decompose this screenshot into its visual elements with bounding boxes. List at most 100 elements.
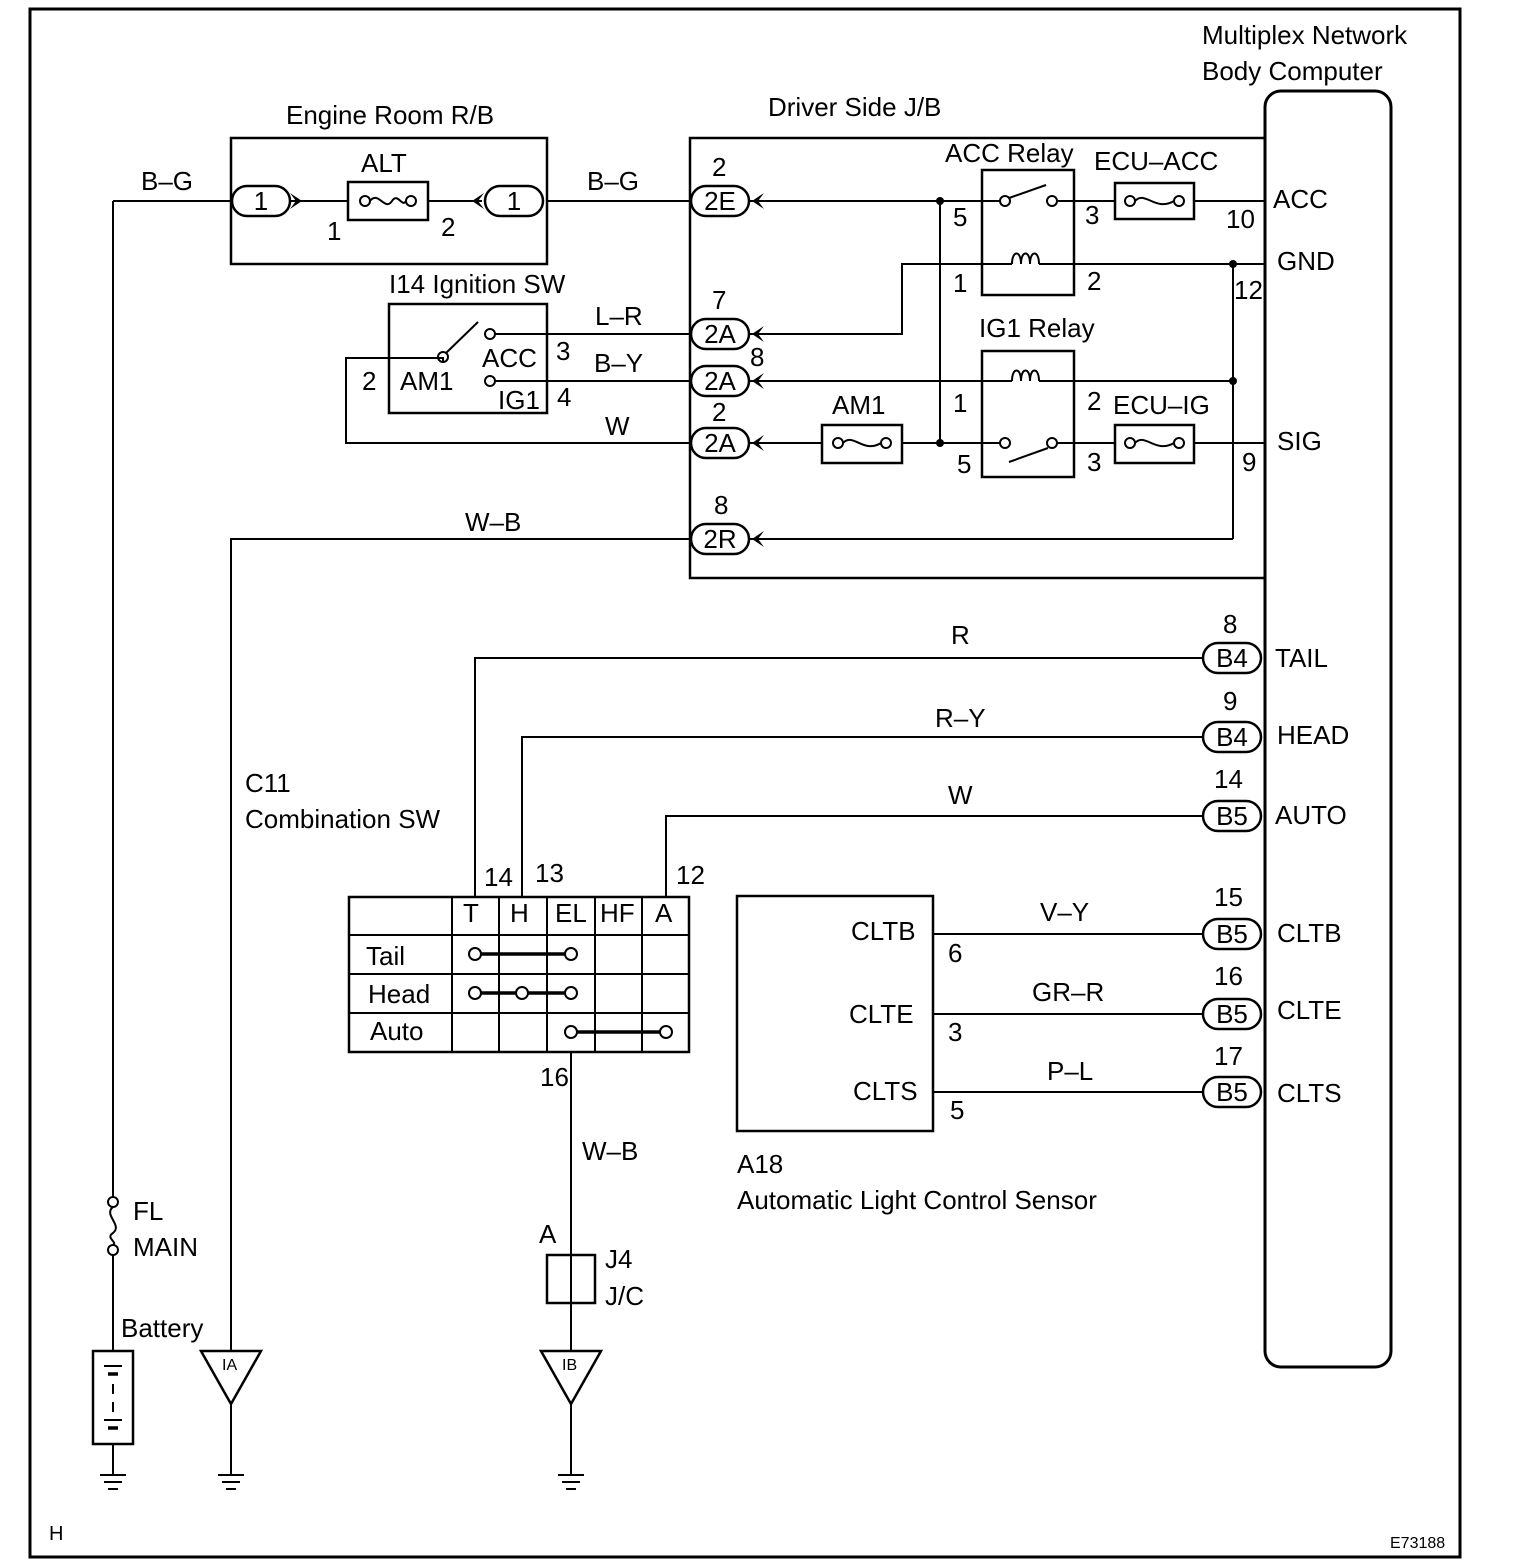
wire-pl: P–L [1047,1056,1093,1086]
ignition-switch: I14 Ignition SW AM1 ACC IG1 [345,269,690,444]
svg-text:AM1: AM1 [400,366,453,396]
svg-text:2E: 2E [704,186,736,216]
svg-text:2A: 2A [704,428,736,458]
acc-relay: ACC Relay [945,138,1076,297]
svg-text:J/C: J/C [605,1281,644,1311]
svg-text:14: 14 [484,862,513,892]
svg-text:B5: B5 [1216,919,1248,949]
svg-text:16: 16 [540,1062,569,1092]
ecu-acc-fuse: ECU–ACC [1094,146,1218,221]
body-computer: Multiplex Network Body Computer [1202,20,1408,1369]
wire-grr: GR–R [1032,977,1104,1007]
battery-label: Battery [121,1313,203,1343]
svg-text:1: 1 [254,186,268,216]
connector-b5-clts: B5 [1201,1075,1263,1109]
svg-text:2A: 2A [704,366,736,396]
svg-text:8: 8 [750,342,764,372]
svg-text:2: 2 [1087,386,1101,416]
alc-name: Automatic Light Control Sensor [737,1185,1097,1215]
comb-row-auto: Auto [370,1016,424,1046]
svg-text:1: 1 [327,216,341,246]
connector-1-left: 1 [230,184,292,218]
junction-connector-j4: A J4 J/C [539,1219,644,1311]
comb-col-el: EL [555,898,587,928]
svg-text:8: 8 [1223,609,1237,639]
wire-bg-right: B–G [587,166,639,196]
svg-text:6: 6 [948,938,962,968]
wire-bg-left: B–G [141,166,193,196]
svg-text:9: 9 [1242,447,1256,477]
svg-text:B5: B5 [1216,1077,1248,1107]
wire-by: B–Y [594,348,643,378]
ig1-relay-label: IG1 Relay [979,313,1095,343]
figure-code: E73188 [1390,1535,1445,1552]
svg-text:B5: B5 [1216,801,1248,831]
connector-2a-2: 2A [689,426,751,460]
engine-room-relay-block: Engine Room R/B 1 1 ALT 1 2 B–G B–G [113,100,690,266]
alt-fuse-label: ALT [361,148,407,178]
combination-switch: C11 Combination SW T H EL HF A Tail Head… [245,768,691,1054]
svg-text:3: 3 [1085,200,1099,230]
comb-row-head: Head [368,979,430,1009]
acc-relay-label: ACC Relay [945,138,1074,168]
svg-text:2A: 2A [704,319,736,349]
wire-ry: R–Y [935,703,986,733]
connector-b4-head: B4 [1201,720,1263,754]
svg-text:2: 2 [712,397,726,427]
terminal-sig: SIG [1277,426,1322,456]
wire-wb-top: W–B [465,507,521,537]
connector-b5-cltb: B5 [1201,917,1263,951]
fl-main-label-1: FL [133,1196,163,1226]
connector-2r: 2R [689,522,751,556]
alc-code: A18 [737,1149,783,1179]
svg-text:7: 7 [712,285,726,315]
am1-fuse-label: AM1 [832,390,885,420]
svg-text:A: A [539,1219,557,1249]
ecu-ig-label: ECU–IG [1113,390,1210,420]
svg-text:CLTB: CLTB [851,916,916,946]
comb-sw-name: Combination SW [245,804,441,834]
connector-2a-7: 2A [689,317,751,351]
svg-text:12: 12 [676,860,705,890]
outer-frame [28,7,1462,1559]
svg-text:16: 16 [1214,961,1243,991]
svg-text:IG1: IG1 [498,385,540,415]
svg-text:10: 10 [1226,204,1255,234]
comb-col-t: T [463,898,479,928]
svg-text:9: 9 [1223,686,1237,716]
connector-b5-clte: B5 [1201,997,1263,1031]
connector-2e: 2E [689,184,751,218]
svg-text:3: 3 [556,336,570,366]
terminal-clts: CLTS [1277,1078,1342,1108]
wire-w-auto: W [948,780,973,810]
body-computer-title-line2: Body Computer [1202,56,1383,86]
terminal-head: HEAD [1277,720,1349,750]
svg-text:8: 8 [714,490,728,520]
svg-text:3: 3 [1087,447,1101,477]
svg-text:2: 2 [441,212,455,242]
svg-text:13: 13 [535,858,564,888]
svg-text:3: 3 [948,1017,962,1047]
body-computer-title-line1: Multiplex Network [1202,20,1408,50]
svg-text:B4: B4 [1216,643,1248,673]
comb-col-hf: HF [600,898,635,928]
svg-text:2: 2 [1087,266,1101,296]
wire-r: R [951,620,970,650]
terminal-auto: AUTO [1275,800,1347,830]
driver-side-junction-block: Driver Side J/B 2E 2A 2A 2A 2R 2 7 8 2 8 [688,92,1265,580]
connector-1-right: 1 [483,184,545,218]
svg-text:ACC: ACC [482,343,537,373]
wire-w-ign: W [605,411,630,441]
svg-text:CLTS: CLTS [853,1076,918,1106]
battery-branch: FL MAIN Battery [91,201,203,1490]
terminal-gnd: GND [1277,246,1335,276]
svg-text:CLTE: CLTE [849,999,914,1029]
alt-fuse: ALT [346,148,430,222]
connector-b5-auto: B5 [1201,799,1263,833]
comb-sw-code: C11 [245,768,291,798]
connector-2a-8: 2A [689,364,751,398]
svg-text:2: 2 [712,152,726,182]
svg-text:IA: IA [222,1357,237,1374]
terminal-cltb: CLTB [1277,918,1342,948]
